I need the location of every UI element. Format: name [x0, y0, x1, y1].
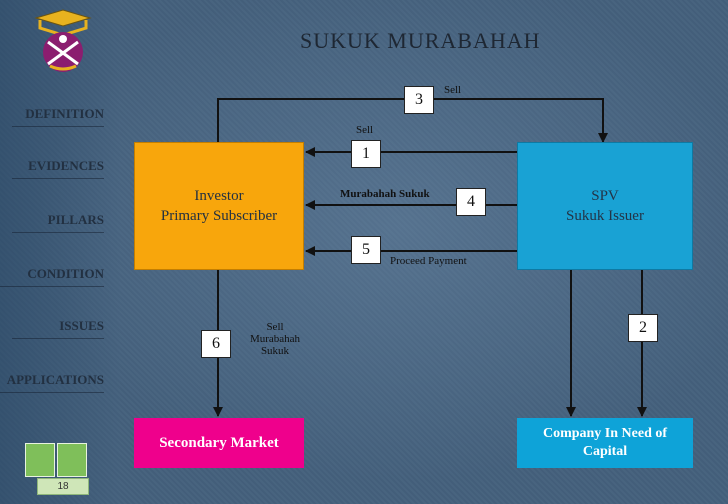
investor-title: Investor: [194, 188, 244, 204]
step-1-badge: 1: [351, 140, 381, 168]
spv-subtitle: Sukuk Issuer: [566, 208, 644, 224]
label-murabahah-line: Murabahah: [249, 333, 301, 345]
page-number: 18: [37, 478, 89, 495]
company-box: Company In Need of Capital: [517, 418, 693, 468]
nav-pillars[interactable]: PILLARS: [12, 212, 104, 233]
nav-definition[interactable]: DEFINITION: [12, 106, 104, 127]
spv-box: SPV Sukuk Issuer: [517, 142, 693, 270]
company-title-line2: Capital: [582, 444, 628, 459]
label-sell-top: Sell: [444, 84, 462, 96]
investor-box: Investor Primary Subscriber: [134, 142, 304, 270]
step-3-badge: 3: [404, 86, 434, 114]
step-4-badge: 4: [456, 188, 486, 216]
nav-evidences[interactable]: EVIDENCES: [12, 158, 104, 179]
left-navigation-rail: [0, 0, 120, 504]
label-sell-step1: Sell: [356, 124, 374, 136]
university-logo: [34, 9, 92, 72]
label-murabahah-sukuk: Murabahah Sukuk: [340, 188, 430, 200]
spv-title: SPV: [591, 188, 619, 204]
step-6-badge: 6: [201, 330, 231, 358]
next-slide-button[interactable]: [57, 443, 87, 477]
investor-subtitle: Primary Subscriber: [160, 208, 278, 224]
page-title: SUKUK MURABAHAH: [300, 28, 541, 53]
label-sell-line: Sell: [266, 321, 284, 333]
step-2-badge: 2: [628, 314, 658, 342]
prev-slide-button[interactable]: [25, 443, 55, 477]
secondary-market-box: Secondary Market: [134, 418, 304, 468]
nav-condition[interactable]: CONDITION: [0, 266, 104, 287]
nav-applications[interactable]: APPLICATIONS: [0, 372, 104, 393]
label-sukuk-line: Sukuk: [260, 345, 290, 357]
nav-issues[interactable]: ISSUES: [12, 318, 104, 339]
label-sell-murabahah-sukuk: Sell Murabahah Sukuk: [240, 321, 310, 357]
label-proceed-payment: Proceed Payment: [390, 255, 467, 267]
company-title-line1: Company In Need of: [542, 426, 668, 441]
step-5-badge: 5: [351, 236, 381, 264]
